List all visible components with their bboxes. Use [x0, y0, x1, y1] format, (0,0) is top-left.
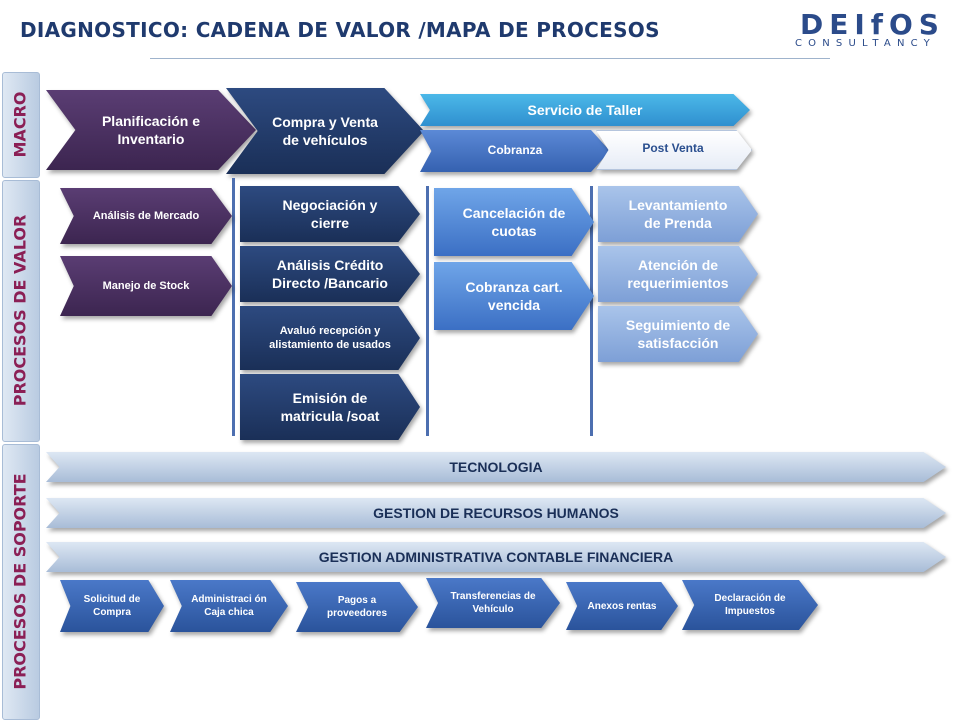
valor-atencion-requerimientos: Atención de requerimientos [598, 246, 758, 302]
valor-analisis-mercado: Análisis de Mercado [60, 188, 232, 244]
valor-cobranza-cartera: Cobranza cart. vencida [434, 262, 594, 330]
valor-seguimiento-satisfaccion: Seguimiento de satisfacción [598, 306, 758, 362]
soporte-declaracion-impuestos: Declaración de Impuestos [682, 580, 818, 630]
side-label-macro: MACRO [10, 91, 30, 157]
valor-negociacion: Negociación y cierre [240, 186, 420, 242]
soporte-caja-chica: Administraci ón Caja chica [170, 580, 288, 632]
macro-cobranza: Cobranza [420, 130, 610, 172]
macro-servicio-taller: Servicio de Taller [420, 94, 750, 126]
valor-manejo-stock: Manejo de Stock [60, 256, 232, 316]
logo-subtitle: CONSULTANCY [795, 38, 936, 49]
page-title: DIAGNOSTICO: CADENA DE VALOR /MAPA DE PR… [20, 18, 660, 42]
valor-analisis-credito: Análisis Crédito Directo /Bancario [240, 246, 420, 302]
soporte-anexos-rentas: Anexos rentas [566, 582, 678, 630]
soporte-solicitud-compra: Solicitud de Compra [60, 580, 164, 632]
macro-planificacion: Planificación e Inventario [46, 90, 256, 170]
soporte-transferencias: Transferencias de Vehículo [426, 578, 560, 628]
side-label-soporte: PROCESOS DE SOPORTE [10, 472, 30, 690]
sidebar-valor [2, 180, 40, 442]
valor-levantamiento-prenda: Levantamiento de Prenda [598, 186, 758, 242]
separator-1 [232, 178, 235, 436]
macro-post-venta: Post Venta [596, 130, 752, 170]
separator-2 [426, 186, 429, 436]
sidebar-macro [2, 72, 40, 178]
soporte-administrativa: GESTION ADMINISTRATIVA CONTABLE FINANCIE… [46, 542, 946, 572]
logo: DEIfOS [800, 8, 945, 41]
soporte-tecnologia: TECNOLOGIA [46, 452, 946, 482]
valor-avaluo: Avaluó recepción y alistamiento de usado… [240, 306, 420, 370]
separator-3 [590, 186, 593, 436]
valor-cancelacion-cuotas: Cancelación de cuotas [434, 188, 594, 256]
header-divider [150, 58, 830, 59]
side-label-valor: PROCESOS DE VALOR [10, 214, 30, 406]
soporte-recursos-humanos: GESTION DE RECURSOS HUMANOS [46, 498, 946, 528]
macro-compra-venta: Compra y Venta de vehículos [226, 88, 424, 174]
valor-emision: Emisión de matricula /soat [240, 374, 420, 440]
soporte-pagos-proveedores: Pagos a proveedores [296, 582, 418, 632]
